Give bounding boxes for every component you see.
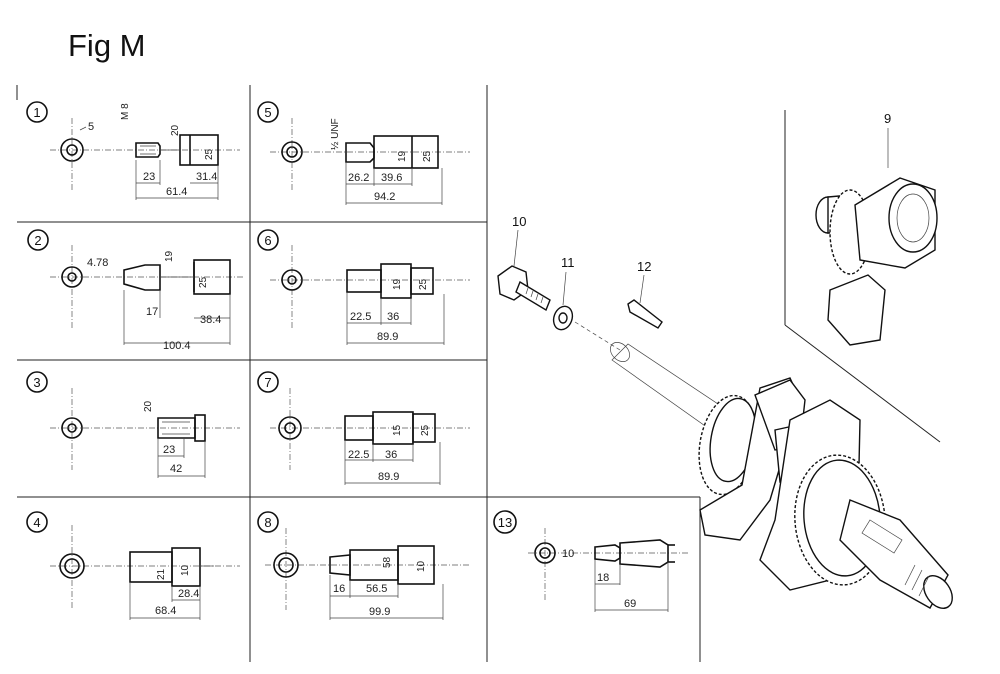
dim-label: 38.4 (200, 314, 221, 326)
panel-number: 8 (264, 515, 271, 530)
dim-label: 25 (204, 148, 215, 160)
dim-label: 18 (597, 572, 609, 584)
dim-label: 22.5 (348, 449, 369, 461)
dim-label: 28.4 (178, 588, 199, 600)
dim-label: 17 (146, 306, 158, 318)
dim-label: 26.2 (348, 172, 369, 184)
dim-label: 89.9 (378, 471, 399, 483)
dim-label: 19 (397, 150, 408, 162)
dim-label: 5 (88, 121, 94, 133)
dim-label: M 8 (120, 103, 131, 120)
dim-label: 31.4 (196, 171, 217, 183)
dim-label: 10 (180, 564, 191, 576)
dim-label: 100.4 (163, 340, 191, 352)
dim-label: 36 (387, 311, 399, 323)
dim-label: 19 (164, 250, 175, 262)
dim-label: 56.5 (366, 583, 387, 595)
dim-label: 20 (143, 400, 154, 412)
panel-7: 7 15 25 22.5 36 89.9 (257, 371, 470, 485)
dim-label: 39.6 (381, 172, 402, 184)
dim-label: 4.78 (87, 257, 108, 269)
dim-label: 58 (382, 556, 393, 568)
panel-4: 4 21 10 28.4 68.4 (26, 511, 240, 620)
panel-2: 2 4.78 19 25 17 38.4 100.4 (27, 229, 245, 352)
dim-label: 89.9 (377, 331, 398, 343)
panel-number: 6 (264, 233, 271, 248)
dim-label: 61.4 (166, 186, 187, 198)
dim-label: 23 (163, 444, 175, 456)
panel-5: 5 ½ UNF 19 25 26.2 39.6 94.2 (257, 101, 470, 205)
washer-part: 11 (552, 255, 621, 351)
dim-label: 21 (156, 568, 167, 580)
panel-number: 7 (264, 375, 271, 390)
dim-label: 42 (170, 463, 182, 475)
dim-label: 36 (385, 449, 397, 461)
panel-number: 4 (33, 515, 40, 530)
panel-grid (16, 85, 941, 662)
panel-6: 6 19 25 22.5 36 89.9 (257, 229, 470, 345)
dim-label: 69 (624, 598, 636, 610)
callout-9: 9 (884, 111, 891, 126)
dim-label: 94.2 (374, 191, 395, 203)
dim-label: 15 (392, 424, 403, 436)
panel-number: 3 (33, 375, 40, 390)
bolt-part: 10 (497, 214, 551, 312)
dim-label: 22.5 (350, 311, 371, 323)
callout-10: 10 (512, 214, 526, 229)
callout-11: 11 (561, 255, 575, 270)
figure-title: Fig M (68, 28, 146, 63)
dim-label: 99.9 (369, 606, 390, 618)
crankshaft-part (610, 342, 953, 609)
dim-label: 25 (422, 150, 433, 162)
dim-label: 25 (198, 276, 209, 288)
dim-label: 68.4 (155, 605, 176, 617)
dim-label: 10 (416, 560, 427, 572)
key-part: 12 (627, 259, 663, 329)
panel-number: 5 (264, 105, 271, 120)
panel-13: 13 10 18 69 (493, 510, 690, 612)
dim-label: 19 (392, 278, 403, 290)
dim-label: 20 (170, 124, 181, 136)
panel-number: 1 (33, 105, 40, 120)
panel-number: 2 (34, 233, 41, 248)
dim-label: 25 (418, 278, 429, 290)
dim-label: 23 (143, 171, 155, 183)
dim-label: 16 (333, 583, 345, 595)
dim-label: 10 (562, 548, 574, 560)
dim-label: ½ UNF (330, 118, 341, 150)
inset-crankshaft-part: 9 (815, 111, 938, 346)
panel-8: 8 58 10 16 56.5 99.9 (257, 511, 470, 620)
callout-12: 12 (637, 259, 651, 274)
panel-3: 3 20 23 42 (26, 371, 240, 478)
panel-1: 1 23 31.4 61.4 5 M 8 20 25 (26, 101, 240, 200)
panel-number: 13 (498, 515, 512, 530)
dim-label: 25 (420, 424, 431, 436)
